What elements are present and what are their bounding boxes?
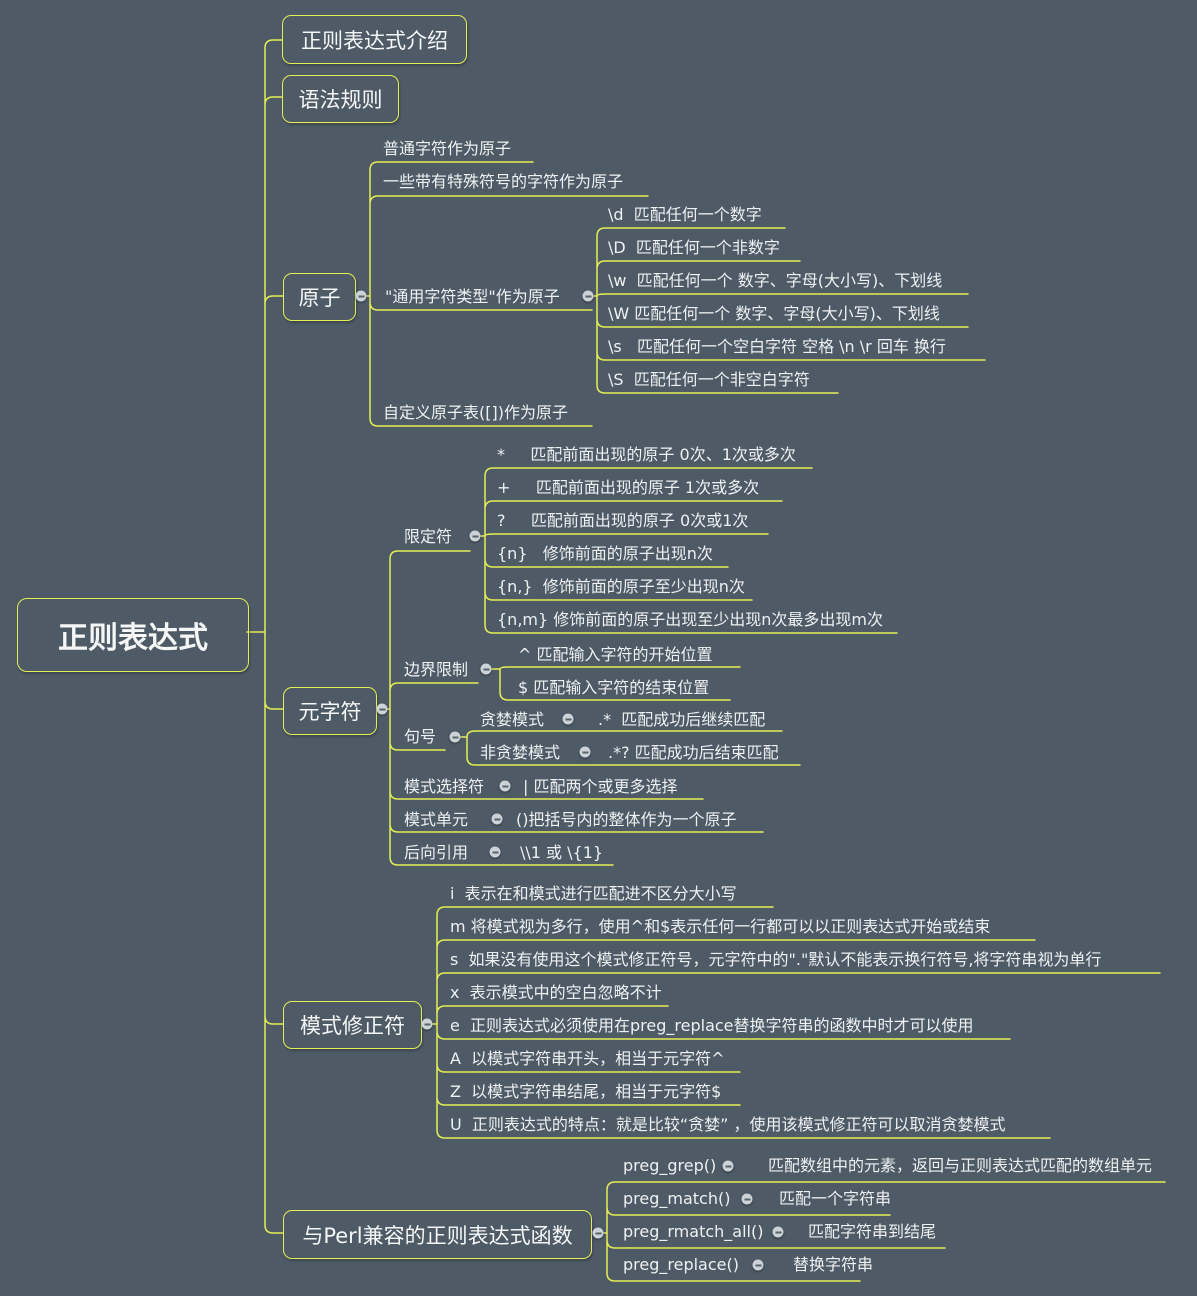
- node-atom[interactable]: 原子: [283, 273, 356, 321]
- mindmap-node[interactable]: ()把括号内的整体作为一个原子: [516, 810, 737, 829]
- mindmap-node[interactable]: 限定符: [404, 527, 453, 546]
- mindmap-node[interactable]: {n} 修饰前面的原子出现n次: [497, 544, 713, 563]
- mindmap-node[interactable]: 匹配字符串到结尾: [808, 1222, 937, 1241]
- mindmap-node[interactable]: 一些带有特殊符号的字符作为原子: [383, 172, 624, 191]
- mindmap-node[interactable]: \W 匹配任何一个 数字、字母(大小写)、下划线: [608, 304, 940, 323]
- mindmap-node[interactable]: .* 匹配成功后继续匹配: [598, 710, 766, 729]
- mindmap-node[interactable]: x 表示模式中的空白忽略不计: [450, 983, 662, 1002]
- collapse-icon[interactable]: [376, 703, 388, 715]
- mindmap-node[interactable]: + 匹配前面出现的原子 1次或多次: [497, 478, 760, 497]
- mindmap-node[interactable]: "通用字符类型"作为原子: [385, 287, 560, 306]
- mindmap-node[interactable]: \S 匹配任何一个非空白字符: [608, 370, 810, 389]
- mindmap-node[interactable]: s 如果没有使用这个模式修正符号，元字符中的"."默认不能表示换行符号,将字符串…: [450, 950, 1102, 969]
- mindmap-node[interactable]: m 将模式视为多行，使用^和$表示任何一行都可以以正则表达式开始或结束: [450, 917, 991, 936]
- mindmap-node[interactable]: {n,m} 修饰前面的原子出现至少出现n次最多出现m次: [497, 610, 883, 629]
- mindmap-node[interactable]: 非贪婪模式: [480, 743, 561, 762]
- collapse-icon[interactable]: [499, 780, 511, 792]
- collapse-icon[interactable]: [469, 530, 481, 542]
- collapse-icon[interactable]: [562, 713, 574, 725]
- mindmap-node[interactable]: ^ 匹配输入字符的开始位置: [518, 645, 713, 664]
- node-pattern-modifier[interactable]: 模式修正符: [283, 1001, 422, 1049]
- collapse-icon[interactable]: [722, 1160, 734, 1172]
- mindmap-node[interactable]: 后向引用: [404, 843, 469, 862]
- mindmap-node[interactable]: preg_replace(): [623, 1255, 739, 1274]
- node-metachar[interactable]: 元字符: [283, 687, 377, 735]
- mindmap-node[interactable]: \\1 或 \{1}: [520, 843, 604, 862]
- mindmap-node[interactable]: \D 匹配任何一个非数字: [608, 238, 780, 257]
- mindmap-node[interactable]: 模式单元: [404, 810, 469, 829]
- collapse-icon[interactable]: [592, 1227, 604, 1239]
- node-syntax-rules[interactable]: 语法规则: [282, 75, 399, 123]
- mindmap-node[interactable]: .*? 匹配成功后结束匹配: [608, 743, 779, 762]
- node-regex-intro[interactable]: 正则表达式介绍: [282, 15, 467, 64]
- mindmap-node[interactable]: 边界限制: [404, 660, 469, 679]
- collapse-icon[interactable]: [449, 731, 461, 743]
- mindmap-node[interactable]: \s 匹配任何一个空白字符 空格 \n \r 回车 换行: [608, 337, 946, 356]
- mindmap-node[interactable]: \d 匹配任何一个数字: [608, 205, 762, 224]
- mindmap-node[interactable]: | 匹配两个或更多选择: [523, 777, 678, 796]
- node-perl-functions[interactable]: 与Perl兼容的正则表达式函数: [283, 1210, 592, 1259]
- mindmap-node[interactable]: 替换字符串: [793, 1255, 874, 1274]
- node-regex-root[interactable]: 正则表达式: [17, 598, 249, 672]
- mindmap-node[interactable]: preg_grep(): [623, 1156, 717, 1175]
- mindmap-node[interactable]: $ 匹配输入字符的结束位置: [518, 678, 710, 697]
- mindmap-node[interactable]: \w 匹配任何一个 数字、字母(大小写)、下划线: [608, 271, 943, 290]
- mindmap-node[interactable]: 普通字符作为原子: [383, 139, 512, 158]
- collapse-icon[interactable]: [582, 290, 594, 302]
- collapse-icon[interactable]: [772, 1226, 784, 1238]
- mindmap-node[interactable]: 句号: [404, 727, 437, 746]
- mindmap-node[interactable]: 贪婪模式: [480, 710, 545, 729]
- mindmap-node[interactable]: e 正则表达式必须使用在preg_replace替换字符串的函数中时才可以使用: [450, 1016, 974, 1035]
- mindmap-node[interactable]: * 匹配前面出现的原子 0次、1次或多次: [497, 445, 796, 464]
- collapse-icon[interactable]: [355, 290, 367, 302]
- mindmap-node[interactable]: preg_match(): [623, 1189, 731, 1208]
- collapse-icon[interactable]: [741, 1193, 753, 1205]
- mindmap-node[interactable]: i 表示在和模式进行匹配进不区分大小写: [450, 884, 737, 903]
- mindmap-node[interactable]: 模式选择符: [404, 777, 485, 796]
- mindmap-node[interactable]: U 正则表达式的特点：就是比较“贪婪” ，使用该模式修正符可以取消贪婪模式: [450, 1115, 1006, 1134]
- collapse-icon[interactable]: [421, 1018, 433, 1030]
- mindmap-node[interactable]: 自定义原子表([])作为原子: [383, 403, 568, 422]
- mindmap-node[interactable]: preg_rmatch_all(): [623, 1222, 764, 1241]
- mindmap-node[interactable]: Z 以模式字符串结尾，相当于元字符$: [450, 1082, 722, 1101]
- collapse-icon[interactable]: [579, 746, 591, 758]
- mindmap-node[interactable]: 匹配一个字符串: [779, 1189, 892, 1208]
- collapse-icon[interactable]: [480, 663, 492, 675]
- collapse-icon[interactable]: [489, 846, 501, 858]
- mindmap-node[interactable]: ? 匹配前面出现的原子 0次或1次: [497, 511, 749, 530]
- collapse-icon[interactable]: [491, 813, 503, 825]
- collapse-icon[interactable]: [752, 1259, 764, 1271]
- mindmap-node[interactable]: 匹配数组中的元素，返回与正则表达式匹配的数组单元: [768, 1156, 1153, 1175]
- mindmap-node[interactable]: {n,} 修饰前面的原子至少出现n次: [497, 577, 745, 596]
- mindmap-node[interactable]: A 以模式字符串开头，相当于元字符^: [450, 1049, 725, 1068]
